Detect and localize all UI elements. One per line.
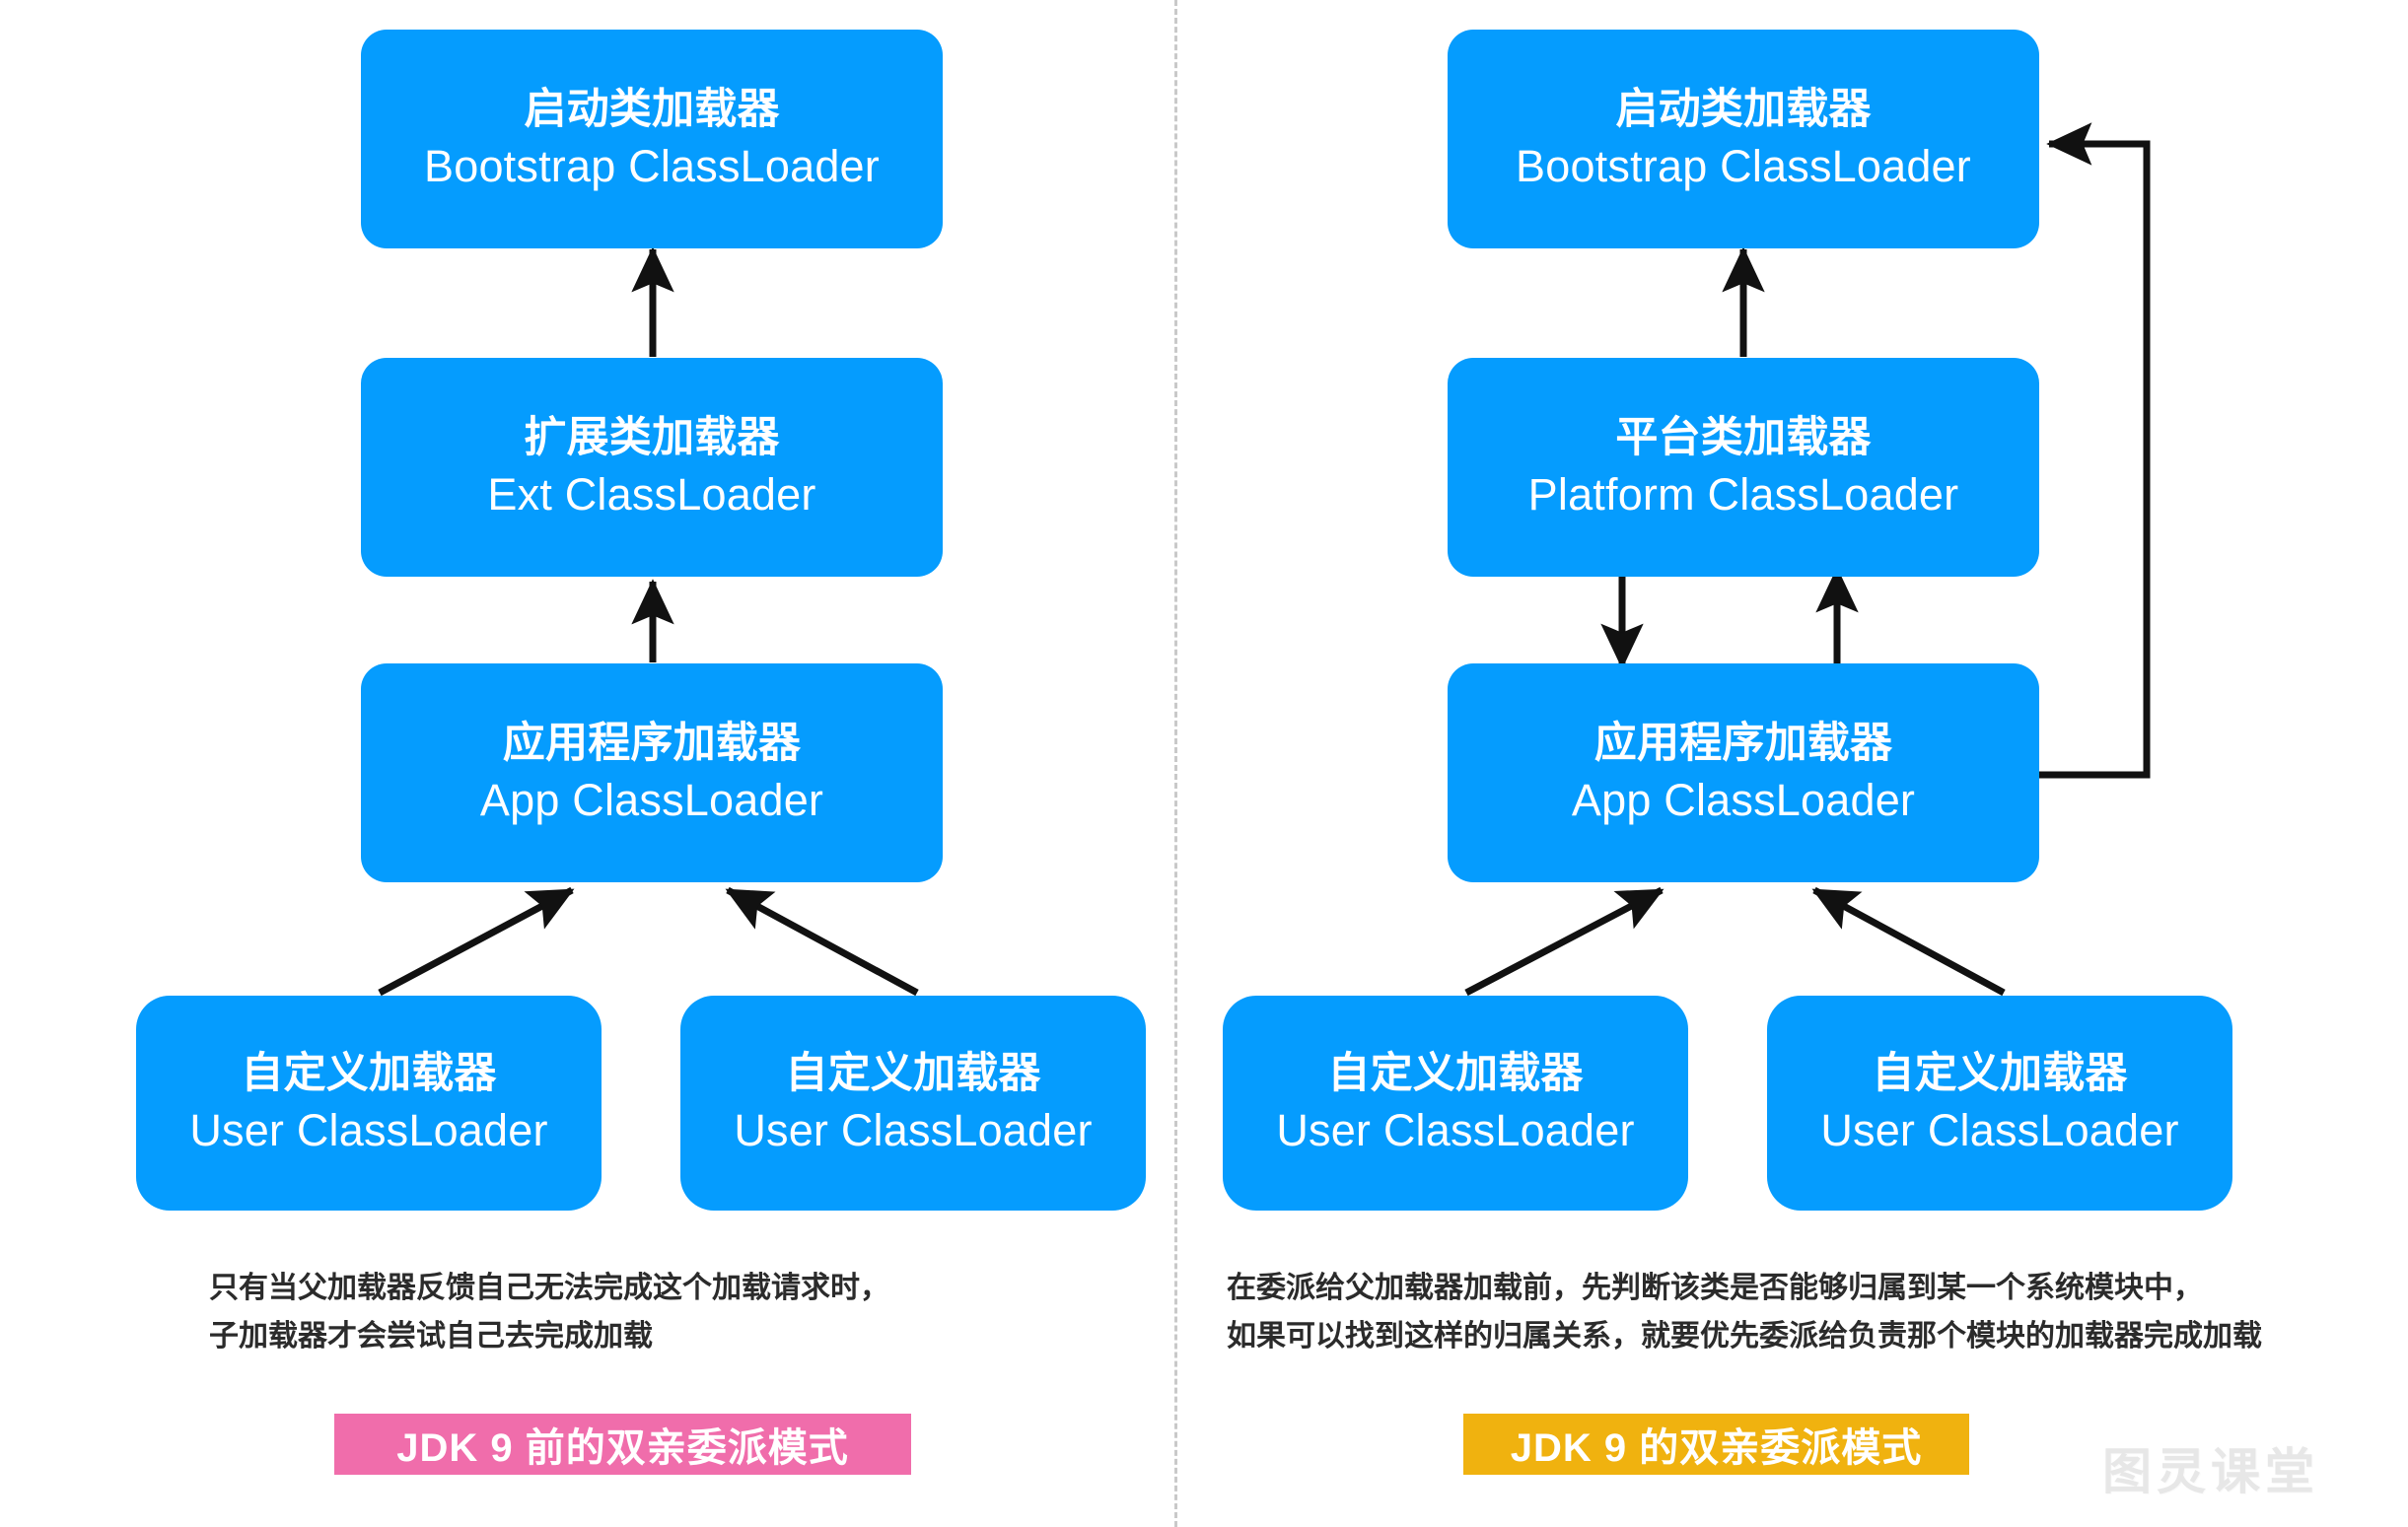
node-label-en: Bootstrap ClassLoader xyxy=(424,140,880,191)
arrow-left-userleft-to-app xyxy=(378,886,575,997)
node-label-en: User ClassLoader xyxy=(1820,1104,2179,1155)
node-label-cn: 启动类加载器 xyxy=(1615,86,1872,134)
node-left-ext-classloader[interactable]: 扩展类加载器 Ext ClassLoader xyxy=(361,358,943,577)
node-label-en: User ClassLoader xyxy=(734,1104,1093,1155)
node-right-platform-classloader[interactable]: 平台类加载器 Platform ClassLoader xyxy=(1448,358,2039,577)
node-label-cn: 自定义加载器 xyxy=(1872,1050,2128,1098)
node-label-cn: 自定义加载器 xyxy=(241,1050,497,1098)
arrow-left-userright-to-app xyxy=(725,886,919,997)
node-label-en: User ClassLoader xyxy=(189,1104,548,1155)
node-left-user-classloader-1[interactable]: 自定义加载器 User ClassLoader xyxy=(136,996,602,1211)
node-right-app-classloader[interactable]: 应用程序加载器 App ClassLoader xyxy=(1448,663,2039,882)
caption-left-panel: 只有当父加载器反馈自己无法完成这个加载请求时， 子加载器才会尝试自己去完成加载 xyxy=(209,1272,889,1353)
node-left-app-classloader[interactable]: 应用程序加载器 App ClassLoader xyxy=(361,663,943,882)
node-label-cn: 平台类加载器 xyxy=(1615,414,1872,462)
node-label-en: Ext ClassLoader xyxy=(487,468,816,520)
node-label-cn: 自定义加载器 xyxy=(1327,1050,1584,1098)
arrow-right-app-to-bootstrap-loop xyxy=(2039,122,2151,779)
watermark-brand: 图灵课堂 xyxy=(2102,1444,2319,1499)
badge-left-title: JDK 9 前的双亲委派模式 xyxy=(334,1414,911,1475)
node-label-en: App ClassLoader xyxy=(479,774,824,825)
node-right-user-classloader-1[interactable]: 自定义加载器 User ClassLoader xyxy=(1223,996,1688,1211)
panel-divider xyxy=(1174,0,1177,1527)
node-label-cn: 启动类加载器 xyxy=(524,86,780,134)
node-label-en: Platform ClassLoader xyxy=(1527,468,1959,520)
node-left-bootstrap-classloader[interactable]: 启动类加载器 Bootstrap ClassLoader xyxy=(361,30,943,248)
caption-right-panel: 在委派给父加载器加载前，先判断该类是否能够归属到某一个系统模块中， 如果可以找到… xyxy=(1227,1272,2262,1353)
arrow-right-userleft-to-app xyxy=(1464,886,1664,997)
node-label-en: App ClassLoader xyxy=(1571,774,1916,825)
node-right-user-classloader-2[interactable]: 自定义加载器 User ClassLoader xyxy=(1767,996,2232,1211)
node-left-user-classloader-2[interactable]: 自定义加载器 User ClassLoader xyxy=(680,996,1146,1211)
node-label-cn: 自定义加载器 xyxy=(785,1050,1041,1098)
node-label-cn: 应用程序加载器 xyxy=(502,720,802,768)
node-label-en: User ClassLoader xyxy=(1276,1104,1635,1155)
node-label-cn: 应用程序加载器 xyxy=(1594,720,1893,768)
badge-right-title: JDK 9 的双亲委派模式 xyxy=(1463,1414,1969,1475)
arrow-right-userright-to-app xyxy=(1811,886,2006,997)
node-label-cn: 扩展类加载器 xyxy=(524,414,780,462)
node-label-en: Bootstrap ClassLoader xyxy=(1516,140,1971,191)
node-right-bootstrap-classloader[interactable]: 启动类加载器 Bootstrap ClassLoader xyxy=(1448,30,2039,248)
